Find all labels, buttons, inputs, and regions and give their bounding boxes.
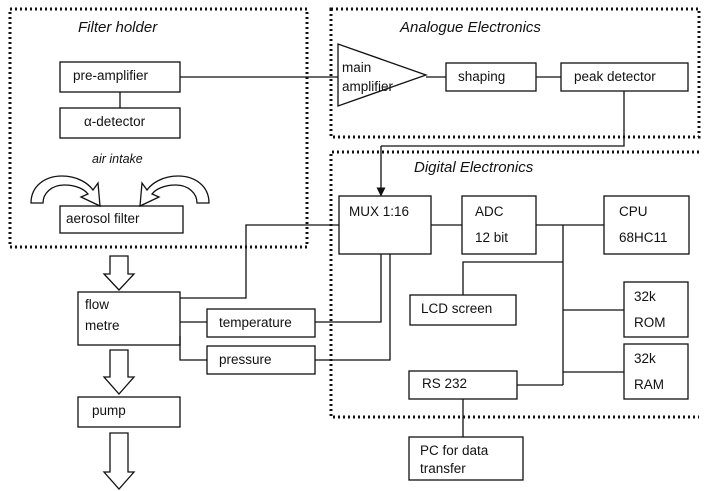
adc-box [461,195,537,255]
digital-electronics-title: Digital Electronics [414,159,534,176]
pc-label-line1: PC for data [420,443,489,458]
air-intake-left-arrow [30,175,101,208]
pump-box [77,396,181,428]
pc-label-line2: transfer [420,461,466,476]
cpu-label-line2: 68HC11 [619,230,668,245]
rom-box [623,281,689,338]
analogue-electronics-title: Analogue Electronics [400,19,541,36]
rs232-label: RS 232 [422,376,468,391]
air-intake-label: air intake [92,152,143,166]
alpha-detector-label: α-detector [84,114,146,129]
pc-box [408,436,524,481]
ram-label-line1: 32k [634,351,656,366]
shaping-label: shaping [458,69,506,84]
rom-label-line2: ROM [634,315,666,330]
rs232-box [408,370,518,400]
cpu-label-line1: CPU [619,204,648,219]
filter-holder-title: Filter holder [78,19,158,36]
analogue-electronics-frame [329,7,701,139]
aerosol-filter-label: aerosol filter [66,211,140,226]
down-arrow-pump-out [102,432,136,490]
filter-holder-frame [8,7,309,249]
rom-label-line1: 32k [634,289,656,304]
aerosol-filter-box [59,205,184,234]
pre-amplifier-label: pre-amplifier [73,68,149,83]
mux-box [338,195,432,255]
flow-metre-label-line2: metre [85,318,120,333]
ram-box [623,343,689,400]
digital-electronics-frame [329,150,699,419]
adc-label-line2: 12 bit [475,230,509,245]
main-amplifier-label-line2: amplifier [342,79,394,94]
lcd-screen-label: LCD screen [421,301,493,316]
main-amplifier-triangle [337,43,428,107]
temperature-box [206,308,316,338]
temperature-label: temperature [219,315,292,330]
flow-metre-label-line1: flow [85,297,110,312]
flow-metre-box [77,291,181,346]
peak-detector-label: peak detector [574,69,656,84]
lcd-box [409,294,517,326]
down-arrow-flow-to-pump [102,349,136,395]
mux-label: MUX 1:16 [349,204,410,219]
ram-label-line2: RAM [634,377,664,392]
pump-label: pump [92,403,126,418]
pressure-label: pressure [219,352,272,367]
adc-label-line1: ADC [475,204,504,219]
main-amplifier-label-line1: main [342,60,372,75]
down-arrow-filter-to-flow [102,255,136,291]
air-intake-right-arrow [139,175,210,208]
